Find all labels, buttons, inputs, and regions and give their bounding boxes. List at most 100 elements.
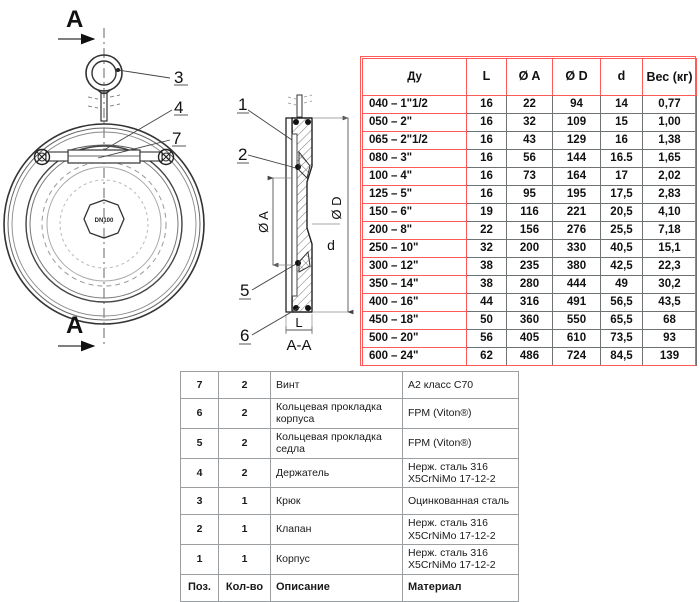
spec-cell-weight: 139 xyxy=(642,347,697,366)
spec-cell-weight: 2,83 xyxy=(642,185,697,204)
spec-cell-diameter-a: 360 xyxy=(506,311,553,330)
front-view: A DN100 xyxy=(3,6,205,352)
hinge-section-bottom xyxy=(298,250,311,273)
disc-section xyxy=(285,117,293,313)
parts-cell-material: Оцинкованная сталь xyxy=(402,487,519,516)
spec-cell-weight: 30,2 xyxy=(642,275,697,294)
parts-cell-quantity: 2 xyxy=(218,371,271,399)
spec-cell-dn: 065 – 2"1/2 xyxy=(362,131,467,150)
spec-cell-diameter-a: 316 xyxy=(506,293,553,312)
dim-label-diameter-a: Ø A xyxy=(256,211,271,233)
spec-table-header-row: Ду L Ø A Ø D d Вес (кг) xyxy=(362,58,697,96)
body-outer-circle xyxy=(3,123,205,325)
spec-cell-l: 32 xyxy=(466,239,507,258)
spec-cell-weight: 68 xyxy=(642,311,697,330)
callout-4: 4 xyxy=(174,98,183,117)
center-hub xyxy=(83,199,125,239)
hook-eye-inner xyxy=(91,60,117,86)
spec-cell-dn: 250 – 10" xyxy=(362,239,467,258)
spec-cell-diameter-d: 276 xyxy=(552,221,601,240)
spec-cell-weight: 4,10 xyxy=(642,203,697,222)
disc-circle xyxy=(46,166,162,282)
spec-cell-diameter-d: 94 xyxy=(552,95,601,114)
parts-footer-position: Поз. xyxy=(180,573,219,602)
hinge-top-arc xyxy=(69,144,139,151)
leader-1 xyxy=(247,109,293,141)
spec-cell-diameter-a: 156 xyxy=(506,221,553,240)
leader-2 xyxy=(247,154,297,169)
spec-cell-diameter-a: 32 xyxy=(506,113,553,132)
screw-left xyxy=(33,148,51,166)
spec-cell-weight: 43,5 xyxy=(642,293,697,312)
spec-cell-weight: 93 xyxy=(642,329,697,348)
inner-hidden-circle xyxy=(59,179,149,269)
spec-cell-weight: 2,02 xyxy=(642,167,697,186)
spec-cell-diameter-a: 95 xyxy=(506,185,553,204)
parts-cell-material: Нерж. сталь 316 X5CrNiMo 17-12-2 xyxy=(402,457,519,489)
spec-cell-dn: 150 – 6" xyxy=(362,203,467,222)
parts-cell-quantity: 1 xyxy=(218,514,271,545)
spec-cell-dn: 080 – 3" xyxy=(362,149,467,168)
leader-4 xyxy=(103,109,173,151)
spec-cell-l: 44 xyxy=(466,293,507,312)
parts-cell-position: 5 xyxy=(180,427,219,459)
technical-drawing: A DN100 xyxy=(0,0,356,370)
spec-cell-diameter-d: 610 xyxy=(552,329,601,348)
spec-cell-dn: 600 – 24" xyxy=(362,347,467,366)
spec-cell-diameter-d: 109 xyxy=(552,113,601,132)
spec-cell-l: 19 xyxy=(466,203,507,222)
spec-cell-diameter-a: 73 xyxy=(506,167,553,186)
parts-cell-position: 6 xyxy=(180,398,219,429)
spec-cell-dn: 500 – 20" xyxy=(362,329,467,348)
screw-right-cross xyxy=(160,151,172,163)
spec-cell-d: 65,5 xyxy=(600,311,643,330)
parts-footer-material: Материал xyxy=(402,573,519,602)
spec-cell-dn: 100 – 4" xyxy=(362,167,467,186)
spec-cell-diameter-a: 116 xyxy=(506,203,553,222)
spec-cell-l: 62 xyxy=(466,347,507,366)
spec-cell-d: 40,5 xyxy=(600,239,643,258)
parts-cell-description: Крюк xyxy=(270,487,403,516)
spec-cell-diameter-d: 724 xyxy=(552,347,601,366)
seat-circle-outer xyxy=(25,145,183,303)
screw-right-inner xyxy=(161,152,171,162)
parts-cell-position: 4 xyxy=(180,457,219,489)
spec-cell-d: 84,5 xyxy=(600,347,643,366)
spec-cell-l: 38 xyxy=(466,257,507,276)
spec-cell-l: 16 xyxy=(466,95,507,114)
callout-2: 2 xyxy=(238,145,247,164)
spec-cell-weight: 22,3 xyxy=(642,257,697,276)
seat-section xyxy=(291,133,298,297)
parts-cell-position: 1 xyxy=(180,544,219,575)
drawing-canvas: A DN100 xyxy=(3,6,354,354)
screw-left-cross xyxy=(36,151,48,163)
hook-eye-outer xyxy=(85,54,123,92)
section-marker-a-top: A xyxy=(66,6,83,33)
spec-cell-diameter-a: 405 xyxy=(506,329,553,348)
spec-cell-d: 56,5 xyxy=(600,293,643,312)
oring-bottom-2 xyxy=(305,305,311,311)
spec-cell-diameter-a: 22 xyxy=(506,95,553,114)
spec-cell-l: 22 xyxy=(466,221,507,240)
section-stem xyxy=(296,94,303,118)
callout-3: 3 xyxy=(174,68,183,87)
parts-cell-material: FPM (Viton®) xyxy=(402,398,519,429)
parts-cell-description: Корпус xyxy=(270,544,403,575)
spec-header-weight: Вес (кг) xyxy=(642,58,697,96)
spec-cell-l: 16 xyxy=(466,131,507,150)
parts-cell-description: Винт xyxy=(270,371,403,399)
spec-cell-diameter-a: 235 xyxy=(506,257,553,276)
spec-cell-weight: 1,65 xyxy=(642,149,697,168)
spec-header-l: L xyxy=(466,58,507,96)
parts-cell-description: Держатель xyxy=(270,457,403,489)
